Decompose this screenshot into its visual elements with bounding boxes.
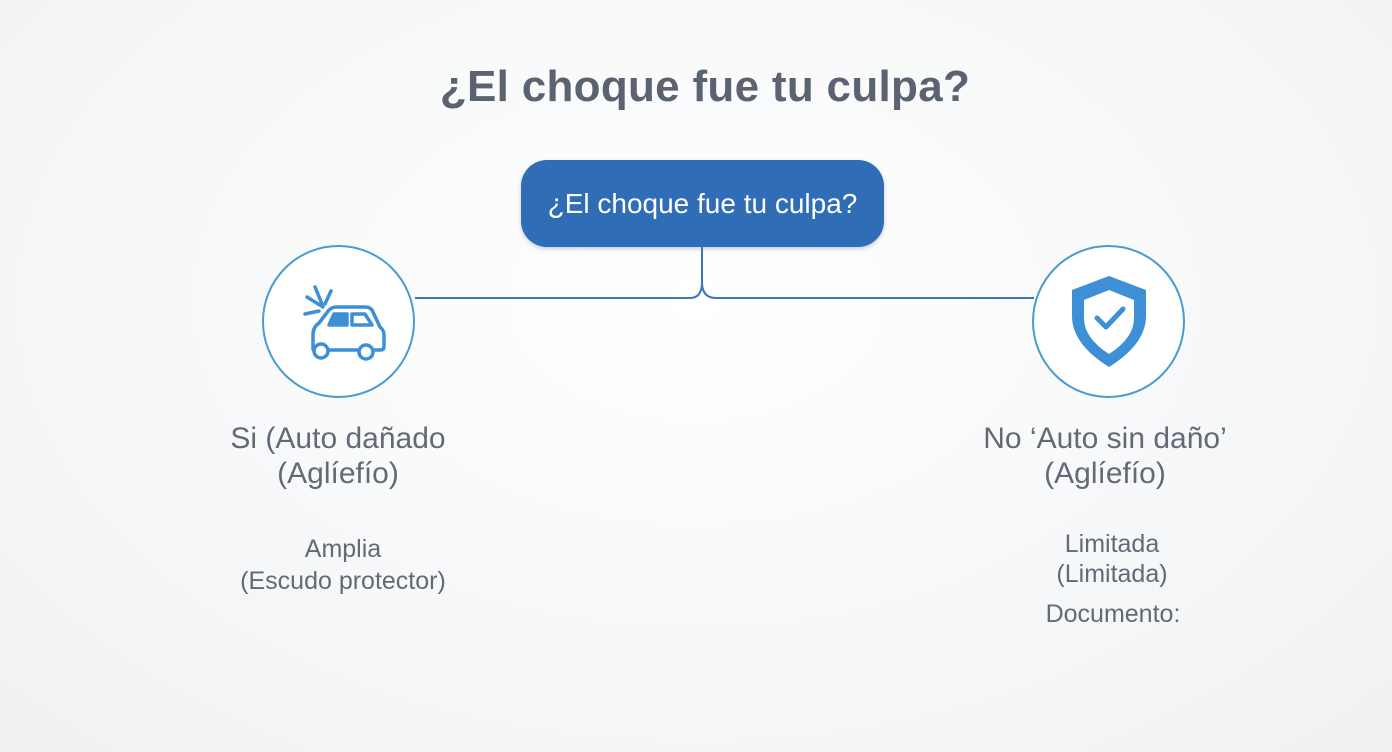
page-title: ¿El choque fue tu culpa? [439, 62, 971, 111]
left-branch-circle [262, 245, 415, 398]
left-coverage-line1: Amplia [304, 535, 382, 563]
left-branch-label-line2: (Aglíefío) [277, 457, 399, 490]
left-coverage: Amplia (Escudo protector) [193, 533, 493, 597]
right-branch-label-line2: (Aglíefío) [1044, 457, 1166, 490]
connector-right [701, 281, 1034, 299]
right-document-label: Documento: [1045, 600, 1181, 628]
right-branch-circle [1032, 245, 1185, 398]
right-branch-label: No ‘Auto sin daño’ (Aglíefío) [955, 421, 1255, 491]
right-coverage: Limitada (Limitada) [962, 529, 1262, 589]
right-coverage-line2: (Limitada) [1056, 560, 1168, 588]
connector-stem [415, 247, 703, 299]
shield-check-icon [1071, 275, 1146, 367]
right-coverage-line1: Limitada [1064, 530, 1160, 558]
car-crash-icon [302, 284, 386, 361]
right-branch-label-line1: No ‘Auto sin daño’ [983, 422, 1227, 455]
left-coverage-line2: (Escudo protector) [240, 567, 446, 595]
question-node: ¿El choque fue tu culpa? [521, 160, 884, 247]
left-branch-label: Si (Auto dañado (Aglíefío) [188, 421, 488, 491]
left-branch-label-line1: Si (Auto dañado [230, 422, 446, 455]
